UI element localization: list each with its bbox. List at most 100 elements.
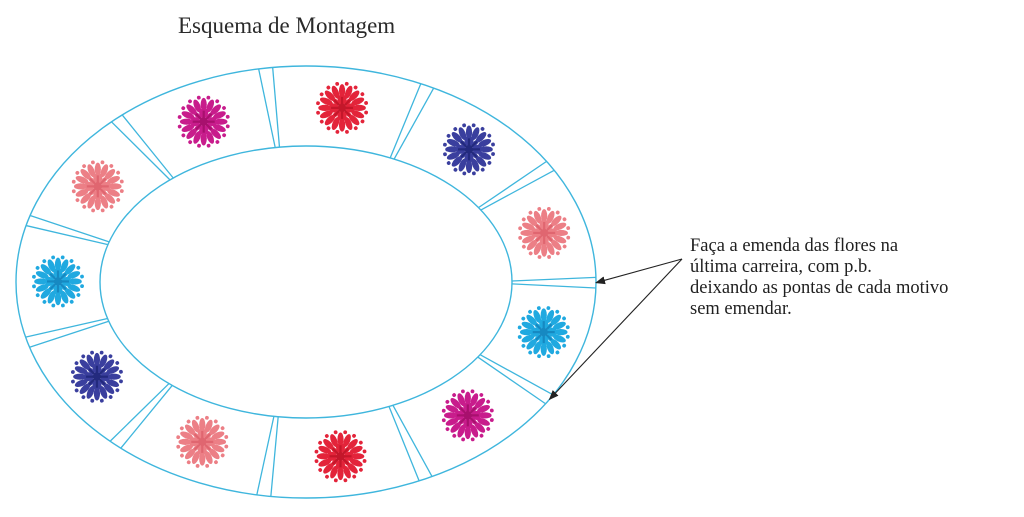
petal <box>199 452 206 466</box>
petal <box>60 259 69 273</box>
petal <box>94 196 101 211</box>
center-ray <box>201 441 204 453</box>
petal-tip <box>326 85 331 90</box>
petal-tip <box>445 399 450 404</box>
petal-tip <box>345 129 349 134</box>
petal <box>86 354 95 368</box>
petal <box>344 85 353 99</box>
flower-center <box>539 327 548 337</box>
petal <box>444 412 458 419</box>
petal <box>522 235 535 244</box>
segment-divider <box>111 121 171 181</box>
petal <box>533 310 542 323</box>
petal-tip <box>70 370 75 374</box>
petal-tip <box>176 444 181 449</box>
center-ray <box>95 365 99 377</box>
petal <box>211 431 225 440</box>
petal <box>100 195 109 209</box>
petal-tip <box>32 274 36 279</box>
petal-tip <box>179 426 184 431</box>
petal <box>206 130 215 144</box>
petal-tip <box>32 284 36 289</box>
petal-tip <box>181 133 186 138</box>
petal-tip <box>471 123 476 128</box>
petal <box>99 385 108 399</box>
flower-center <box>464 145 474 154</box>
segment-divider <box>270 416 279 497</box>
petal-tip <box>225 124 230 129</box>
petal <box>316 453 331 460</box>
petal-tip <box>90 398 95 403</box>
petal <box>553 334 566 343</box>
pointer-arrow <box>548 258 683 401</box>
petal <box>67 284 81 292</box>
petal <box>181 124 195 133</box>
petal-tip <box>479 433 484 438</box>
center-ray <box>467 138 471 150</box>
petal-tip <box>51 255 56 260</box>
center-ray <box>56 270 60 282</box>
segment-divider <box>256 416 275 496</box>
petal-tip <box>325 474 329 479</box>
petal-tip <box>546 207 551 211</box>
petal <box>318 458 332 467</box>
center-ray <box>340 96 344 108</box>
flower-center <box>53 277 63 286</box>
petal-tip <box>486 426 491 431</box>
petal-tip <box>521 217 526 222</box>
petal-tip <box>71 179 76 184</box>
petal <box>35 284 49 292</box>
petal <box>67 271 81 279</box>
petal-tip <box>546 306 551 310</box>
center-ray <box>202 121 205 133</box>
petal <box>204 419 213 433</box>
petal <box>318 104 332 111</box>
petal <box>546 210 555 224</box>
center-ray <box>542 321 545 333</box>
petal <box>200 97 207 112</box>
petal-tip <box>99 398 104 403</box>
flower-salmon-motif <box>518 207 571 259</box>
flower-center <box>93 182 102 191</box>
petal-tip <box>69 259 74 263</box>
center-ray <box>202 110 205 122</box>
petal-tip <box>445 427 450 431</box>
petal-tip <box>555 210 560 215</box>
petal-tip <box>566 226 571 230</box>
petal-tip <box>220 426 225 431</box>
petal-tip <box>109 204 114 209</box>
segment-divider <box>393 87 435 160</box>
center-ray <box>543 221 546 233</box>
petal <box>471 127 480 141</box>
petal <box>541 209 548 223</box>
petal-tip <box>470 389 475 394</box>
petal <box>479 146 493 153</box>
petal-tip <box>352 474 357 479</box>
segment-divider <box>511 283 596 289</box>
petal-tip <box>108 354 113 359</box>
petal <box>521 321 535 330</box>
petal <box>533 210 542 224</box>
petal-tip <box>536 306 541 311</box>
petal-tip <box>353 85 358 90</box>
petal-tip <box>487 160 492 165</box>
petal-tip <box>443 152 447 157</box>
center-ray <box>543 232 546 244</box>
petal-tip <box>91 160 95 165</box>
petal-tip <box>195 415 200 420</box>
petal-tip <box>352 433 356 438</box>
petal-tip <box>71 189 76 194</box>
segment-divider <box>272 67 281 148</box>
petal-tip <box>100 208 105 213</box>
petal <box>471 158 480 172</box>
petal <box>445 405 459 413</box>
segment-divider <box>120 385 173 449</box>
petal-tip <box>181 106 186 111</box>
petal-tip <box>335 81 340 86</box>
petal-tip <box>487 133 492 138</box>
petal <box>553 222 567 231</box>
petal-tip <box>471 171 476 176</box>
petal <box>446 138 460 147</box>
petal-tip <box>537 354 541 359</box>
petal <box>35 271 49 279</box>
